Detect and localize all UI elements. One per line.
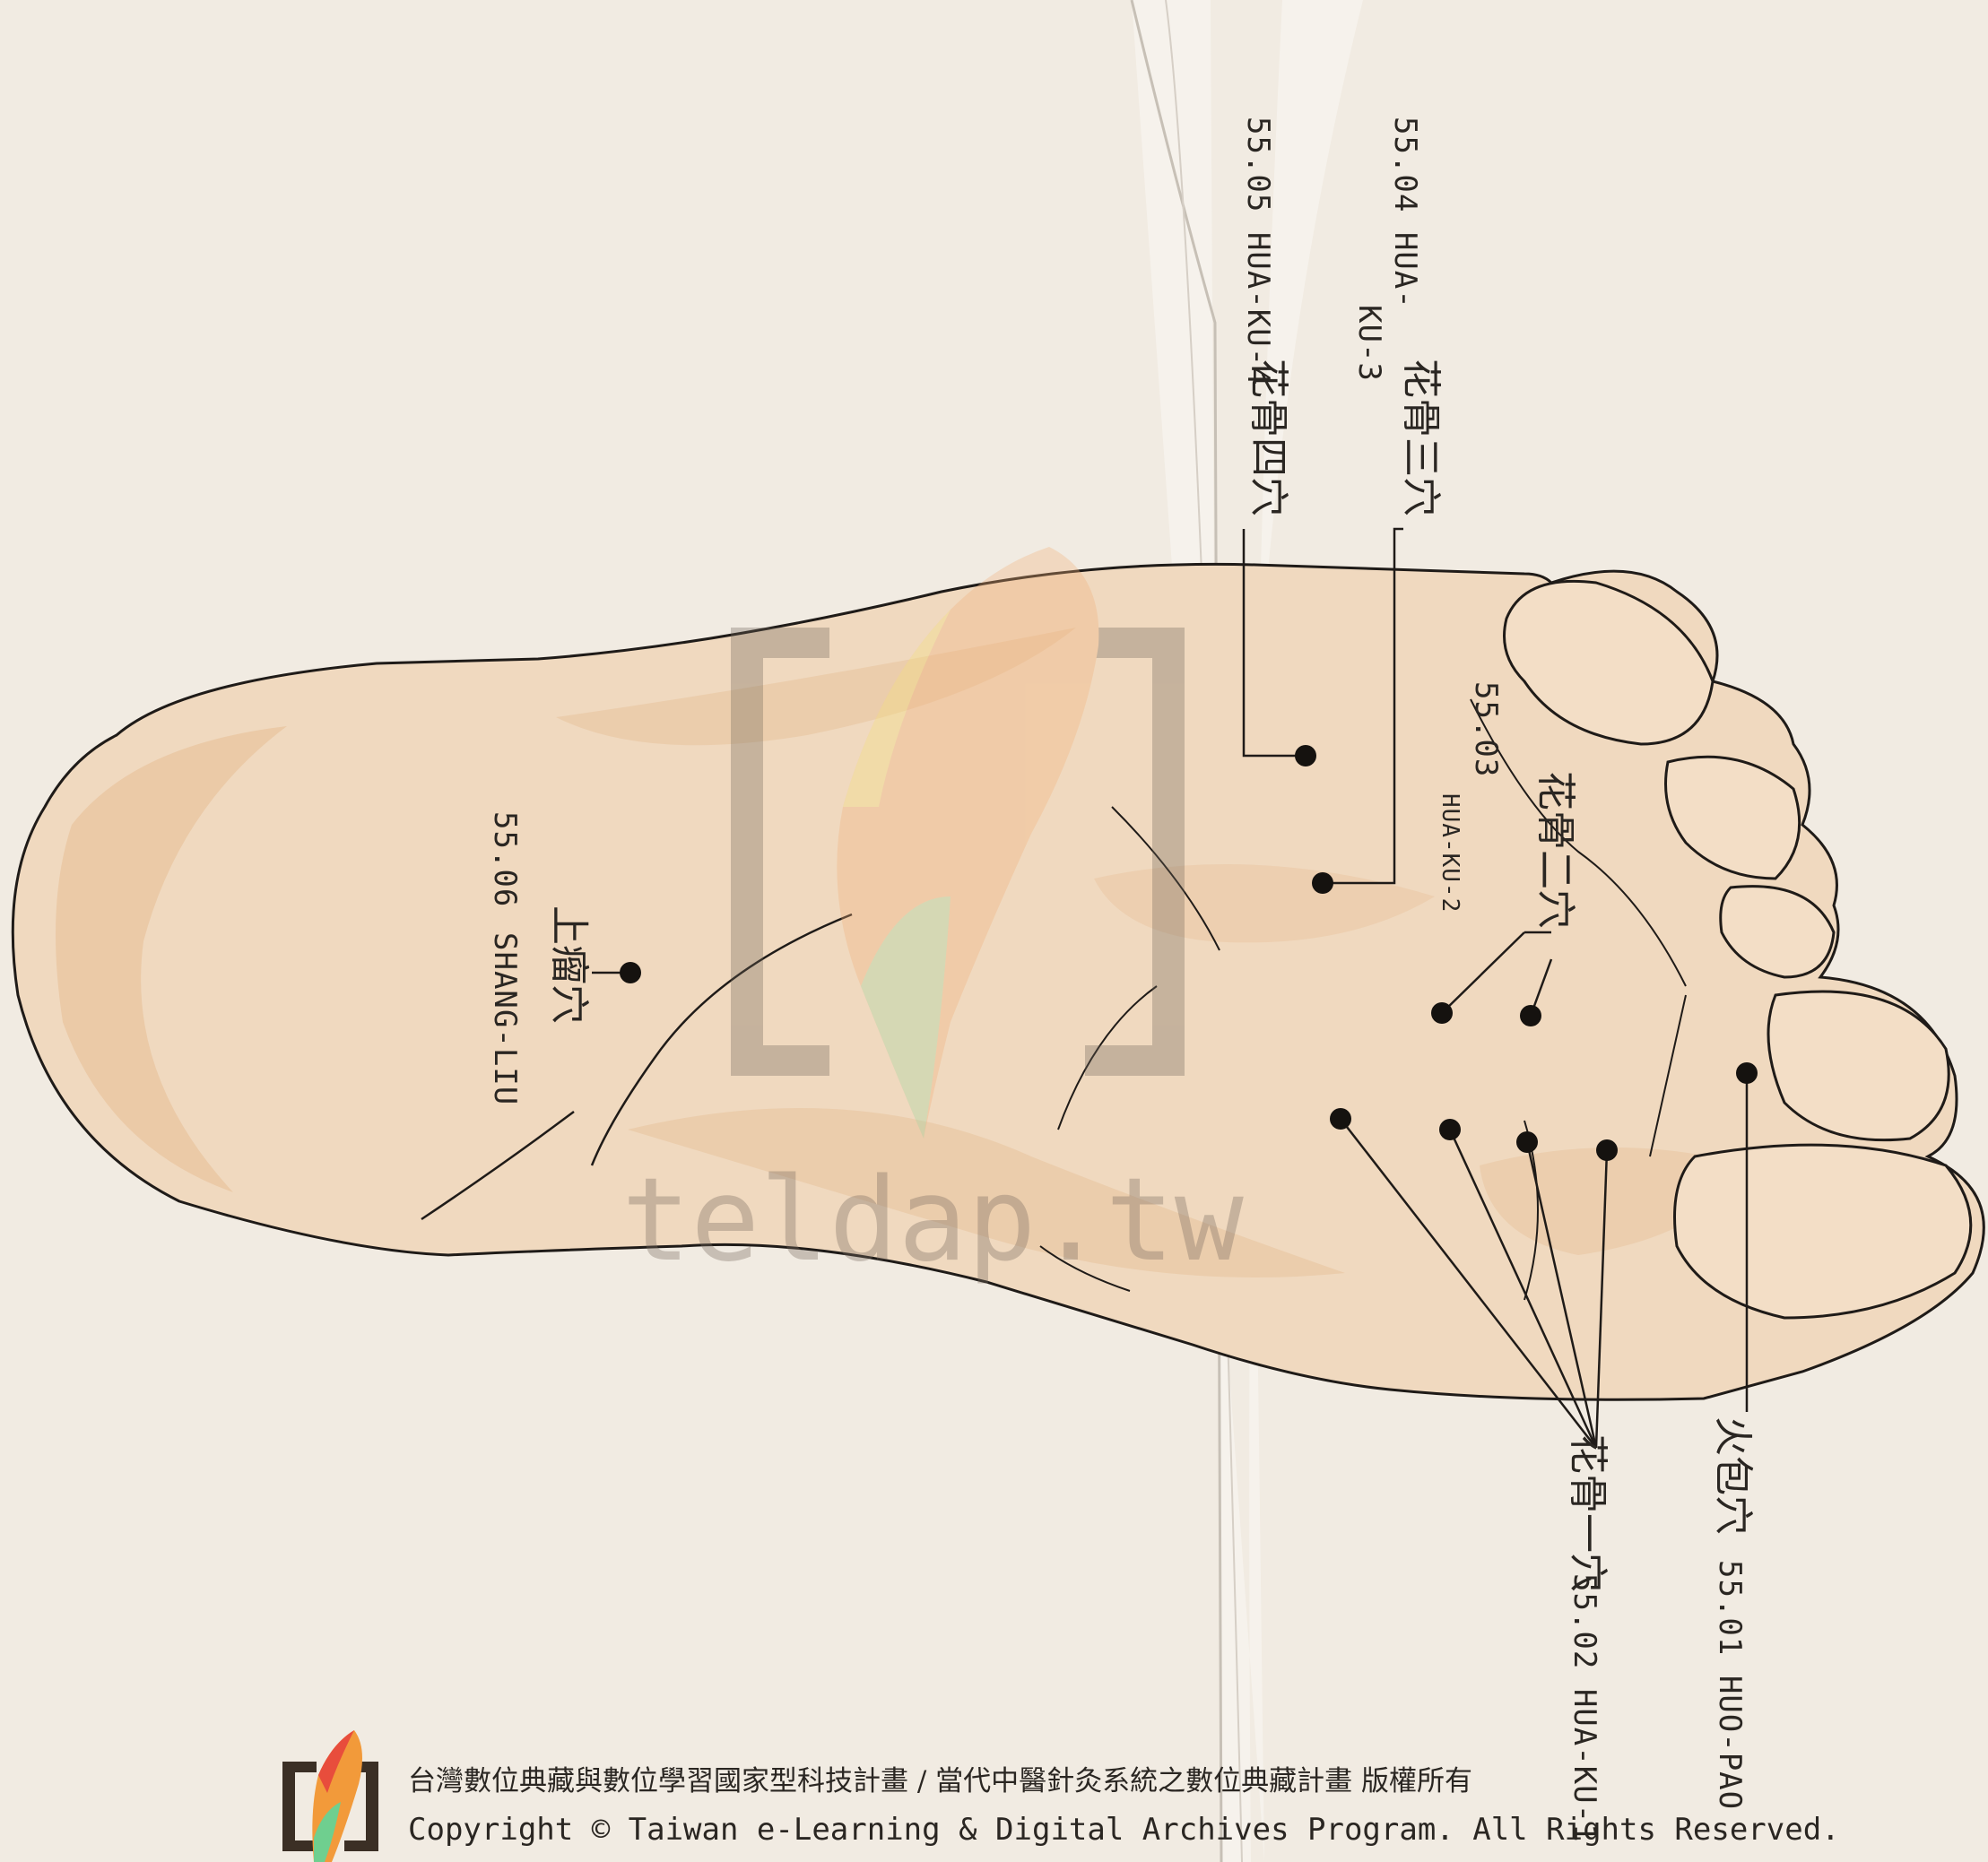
point-55-06	[620, 962, 641, 983]
point-55-01	[1736, 1062, 1758, 1084]
footer-line-2: Copyright © Taiwan e-Learning & Digital …	[408, 1812, 1840, 1848]
label-55-03-cn: 花骨二穴	[1532, 771, 1578, 929]
footer-line-1: 台灣數位典藏與數位學習國家型科技計畫 / 當代中醫針灸系統之數位典藏計畫 版權所…	[408, 1765, 1472, 1797]
label-55-04-cn: 花骨三穴	[1398, 359, 1444, 516]
point-55-03-a	[1431, 1002, 1453, 1024]
label-55-04-line2: KU-3	[1351, 305, 1387, 382]
label-55-06-name: SHANG-LIU	[487, 932, 523, 1105]
label-55-01: 55.01 HUO-PAO	[1712, 1560, 1748, 1810]
label-55-03-name: HUA-KU-2	[1437, 793, 1463, 913]
point-55-05	[1295, 745, 1316, 766]
point-55-02-c	[1516, 1131, 1538, 1153]
point-55-03-b	[1520, 1005, 1541, 1026]
label-55-05-cn: 花骨四穴	[1246, 359, 1291, 516]
point-55-02-b	[1439, 1119, 1461, 1140]
label-55-02: 55.02 HUA-KU-1	[1567, 1573, 1602, 1843]
point-55-04	[1312, 872, 1333, 894]
footer-logo-icon	[282, 1730, 378, 1862]
label-55-01-cn: 火包穴	[1710, 1416, 1756, 1535]
watermark-text: teldap.tw	[621, 1154, 1245, 1287]
point-55-02-d	[1596, 1139, 1618, 1161]
label-55-06-code: 55.06	[487, 811, 523, 907]
label-55-06-cn: 上瘤穴	[546, 905, 592, 1024]
label-55-04-line1: 55.04 HUA-	[1387, 117, 1423, 309]
label-55-02-cn: 花骨一穴	[1565, 1434, 1610, 1592]
label-55-03-code: 55.03	[1468, 681, 1504, 777]
label-55-05: 55.05 HUA-KU-4	[1240, 117, 1276, 386]
point-55-02-a	[1330, 1108, 1351, 1130]
